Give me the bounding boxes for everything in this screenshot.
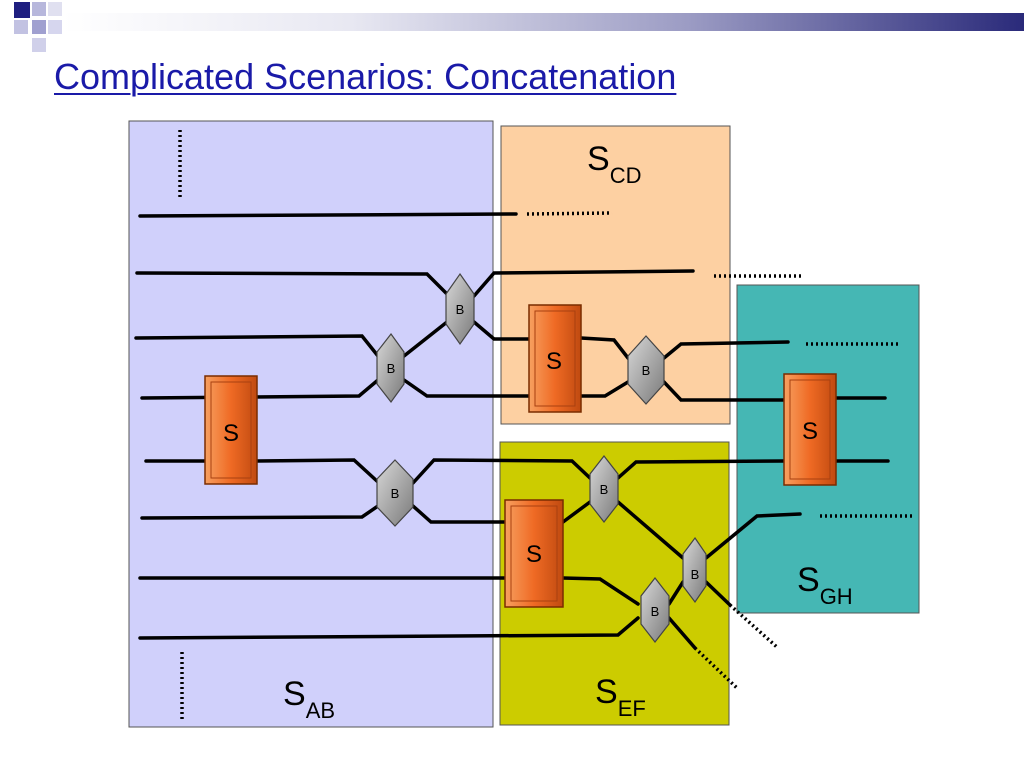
waveguide [579,380,630,398]
splitter-5: B [589,455,619,523]
switch-label: S [802,418,818,445]
switch-label: S [223,420,239,447]
waveguide [135,271,449,296]
splitter-label: B [691,567,700,582]
region-label-main: S [283,675,306,713]
switch-gh: S [783,373,837,486]
region-label-gh: SGH [797,561,853,609]
waveguide [667,616,697,650]
region-label-main: S [595,673,618,711]
region-label-main: S [797,561,820,599]
switch-cd: S [528,304,582,413]
region-label-cd: SCD [587,140,641,188]
waveguides [134,212,890,650]
waveguide [138,616,640,640]
region-label-main: S [587,140,610,178]
waveguide [402,378,531,398]
splitter-label: B [456,302,465,317]
switch-label: S [526,541,542,568]
waveguide [402,320,449,358]
switch-ab: S [204,375,258,485]
waveguide [140,504,380,520]
splitter-label: B [600,482,609,497]
waveguide [561,500,592,524]
switch-ef: S [504,499,564,608]
waveguide [138,212,518,218]
slide-logo-squares [0,0,62,62]
splitter-label: B [391,486,400,501]
dotted-continuations [178,130,912,720]
waveguide [561,576,640,606]
splitter-label: B [642,363,651,378]
waveguide [616,500,685,560]
region-label-sub: GH [820,584,853,609]
switch-label: S [546,348,562,375]
header-gradient-bar [62,13,1024,31]
waveguide [616,459,786,480]
splitter-7: B [640,577,670,643]
waveguide [411,458,592,485]
dotted-line [526,211,613,216]
splitter-label: B [651,604,660,619]
waveguide [662,380,786,402]
waveguide [667,580,685,606]
waveguide [579,336,630,360]
region-label-sub: EF [618,696,646,721]
waveguide [662,340,790,360]
region-label-ef: SEF [595,673,646,721]
splitter-4: B [376,459,414,527]
region-label-sub: CD [610,163,642,188]
region-label-ab: SAB [283,675,335,723]
waveguide [255,458,380,484]
dotted-line [728,603,780,650]
waveguide [704,512,802,560]
region-ab [128,120,494,728]
waveguide [704,580,732,607]
waveguide [411,504,507,524]
waveguide [134,334,380,358]
splitter-label: B [387,361,396,376]
region-label-sub: AB [306,698,335,723]
waveguide [472,269,695,298]
slide-title: Complicated Scenarios: Concatenation [54,56,677,97]
waveguide [472,320,531,341]
splitter-1: B [445,272,475,346]
splitter-3: B [627,335,665,405]
splitter-6: B [682,536,707,604]
splitter-2: B [376,332,405,404]
